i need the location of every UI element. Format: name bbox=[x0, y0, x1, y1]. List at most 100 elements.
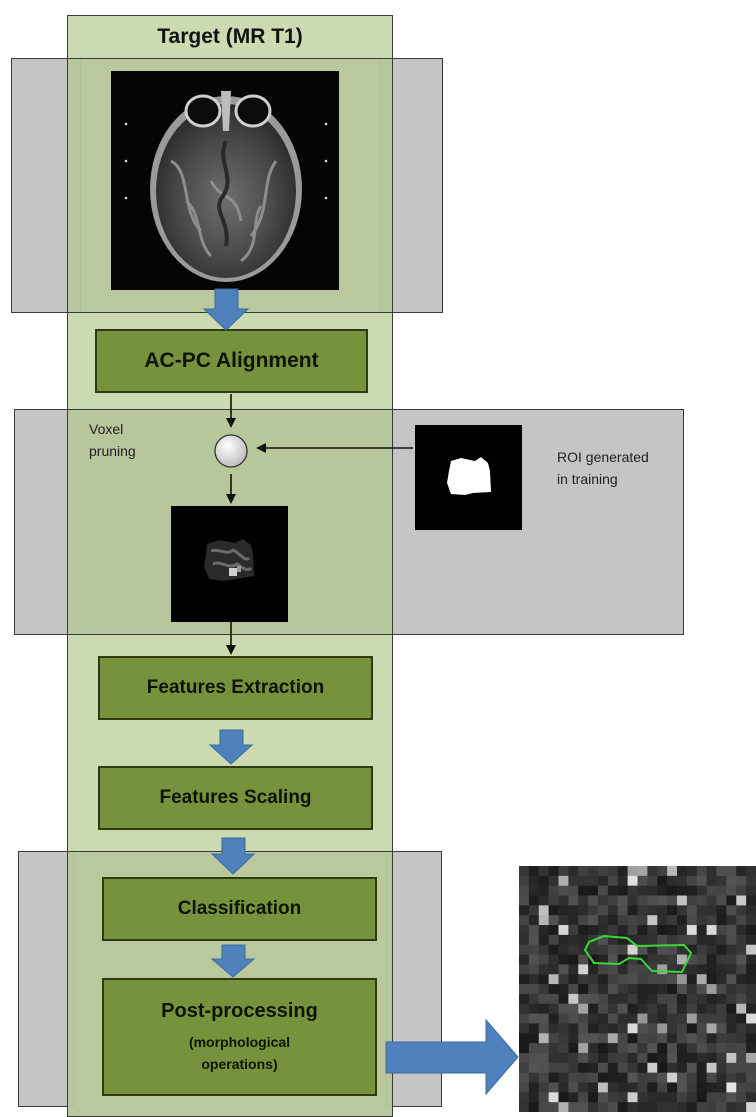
zoom-pixel bbox=[667, 1082, 678, 1093]
zoom-pixel bbox=[657, 905, 668, 916]
zoom-pixel bbox=[528, 934, 540, 946]
zoom-pixel bbox=[607, 866, 619, 877]
zoom-pixel bbox=[578, 866, 589, 877]
zoom-pixel bbox=[578, 954, 589, 965]
zoom-pixel bbox=[578, 1072, 589, 1083]
zoom-pixel bbox=[726, 875, 737, 887]
zoom-pixel bbox=[588, 1082, 599, 1093]
zoom-pixel bbox=[736, 1092, 747, 1103]
zoom-pixel bbox=[647, 905, 658, 916]
zoom-pixel bbox=[736, 925, 747, 936]
zoom-pixel bbox=[568, 1033, 579, 1044]
zoom-pixel bbox=[519, 875, 530, 887]
zoom-pixel bbox=[548, 934, 560, 946]
zoom-pixel bbox=[647, 1003, 658, 1015]
zoom-pixel bbox=[617, 866, 629, 877]
zoom-pixel bbox=[657, 1023, 668, 1034]
zoom-pixel bbox=[588, 1062, 599, 1074]
zoom-pixel bbox=[657, 974, 668, 985]
zoom-pixel bbox=[558, 875, 569, 887]
zoom-pixel bbox=[538, 934, 550, 946]
step-classification: Classification bbox=[102, 877, 377, 941]
zoom-pixel bbox=[548, 1043, 560, 1054]
zoom-pixel bbox=[706, 1092, 718, 1103]
zoom-pixel bbox=[519, 984, 530, 995]
zoom-pixel bbox=[558, 1003, 569, 1015]
zoom-pixel bbox=[627, 1013, 639, 1024]
zoom-pixel bbox=[637, 1043, 648, 1054]
zoom-pixel bbox=[548, 1072, 560, 1083]
voxel-pruning-line1: Voxel bbox=[89, 421, 124, 437]
zoom-pixel bbox=[686, 1013, 698, 1024]
zoom-pixel bbox=[548, 984, 560, 995]
zoom-pixel bbox=[716, 993, 727, 1005]
zoom-pixel bbox=[726, 954, 737, 965]
zoom-pixel bbox=[746, 1082, 756, 1093]
zoom-pixel bbox=[607, 974, 619, 985]
zoom-pixel bbox=[578, 1102, 589, 1112]
zoom-pixel bbox=[578, 1043, 589, 1054]
zoom-pixel bbox=[528, 1082, 540, 1093]
zoom-pixel bbox=[568, 1062, 579, 1074]
zoom-pixel bbox=[647, 895, 658, 906]
zoom-pixel bbox=[696, 915, 708, 926]
zoom-pixel bbox=[558, 915, 569, 926]
zoom-pixel bbox=[617, 1092, 629, 1103]
zoom-pixel bbox=[667, 944, 678, 956]
zoom-pixel bbox=[558, 905, 569, 916]
zoom-pixel bbox=[706, 905, 718, 916]
zoom-pixel bbox=[578, 1003, 589, 1015]
zoom-pixel bbox=[617, 1013, 629, 1024]
zoom-pixel bbox=[667, 984, 678, 995]
zoom-pixel bbox=[627, 1023, 639, 1034]
zoom-pixel bbox=[667, 915, 678, 926]
zoom-pixel bbox=[706, 954, 718, 965]
zoom-pixel bbox=[617, 974, 629, 985]
zoom-pixel bbox=[637, 934, 648, 946]
zoom-pixel bbox=[588, 1092, 599, 1103]
zoom-pixel bbox=[627, 954, 639, 965]
zoom-pixel bbox=[578, 885, 589, 897]
zoom-pixel bbox=[647, 1072, 658, 1083]
zoom-pixel bbox=[588, 1023, 599, 1034]
zoom-pixel bbox=[736, 866, 747, 877]
zoom-pixel bbox=[588, 974, 599, 985]
zoom-pixel bbox=[568, 934, 579, 946]
zoom-pixel bbox=[568, 875, 579, 887]
zoom-pixel bbox=[528, 875, 540, 887]
zoom-pixel bbox=[706, 1033, 718, 1044]
zoom-pixel bbox=[607, 1033, 619, 1044]
zoom-pixel bbox=[588, 954, 599, 965]
zoom-pixel bbox=[627, 905, 639, 916]
zoom-pixel bbox=[617, 1003, 629, 1015]
zoom-pixel bbox=[528, 1023, 540, 1034]
zoom-pixel bbox=[657, 1043, 668, 1054]
zoom-pixel bbox=[696, 1043, 708, 1054]
zoom-pixel bbox=[686, 925, 698, 936]
zoom-pixel bbox=[538, 1033, 550, 1044]
zoom-pixel bbox=[519, 1072, 530, 1083]
zoom-pixel bbox=[519, 915, 530, 926]
zoom-pixel bbox=[677, 1033, 688, 1044]
zoom-pixel bbox=[627, 1092, 639, 1103]
zoom-pixel bbox=[667, 1092, 678, 1103]
zoom-pixel bbox=[647, 1062, 658, 1074]
zoom-pixel bbox=[696, 1013, 708, 1024]
zoom-pixel bbox=[657, 944, 668, 956]
zoom-pixel bbox=[548, 905, 560, 916]
roi-label: ROI generated in training bbox=[557, 446, 677, 490]
zoom-pixel bbox=[598, 934, 609, 946]
zoom-pixel bbox=[588, 1072, 599, 1083]
zoom-pixel bbox=[568, 866, 579, 877]
zoom-pixel bbox=[716, 1003, 727, 1015]
zoom-pixel bbox=[548, 1102, 560, 1112]
zoom-pixel bbox=[607, 1052, 619, 1064]
zoom-pixel bbox=[558, 984, 569, 995]
zoom-pixel bbox=[726, 1033, 737, 1044]
zoom-pixel bbox=[677, 1102, 688, 1112]
zoom-pixel bbox=[706, 984, 718, 995]
zoom-pixel bbox=[558, 1102, 569, 1112]
zoom-pixel bbox=[677, 905, 688, 916]
zoom-pixel bbox=[696, 1052, 708, 1064]
